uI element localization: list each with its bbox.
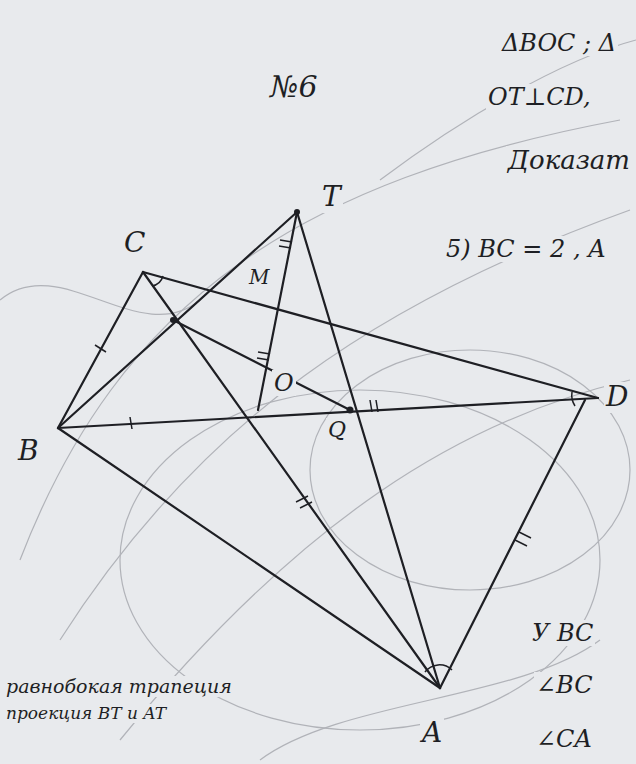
figure-lines	[58, 212, 598, 688]
point-label: Q	[326, 418, 348, 442]
tick-marks	[95, 240, 575, 672]
note-text: Доказат	[506, 146, 632, 175]
note-text: ∠CA	[534, 726, 594, 752]
note-text: равнобокая трапеция	[4, 676, 234, 697]
point-label: M	[247, 266, 271, 288]
note-text: ∠BC	[534, 672, 595, 698]
note-text: У BC	[530, 620, 595, 646]
point-label: O	[272, 370, 296, 396]
note-text: 5) BC = 2 , A	[444, 236, 608, 262]
note-text: проекция BT и AT	[4, 704, 168, 723]
point-label: T	[320, 182, 343, 213]
point-label: C	[122, 228, 147, 259]
points	[170, 209, 354, 414]
point-label: B	[16, 436, 41, 467]
point-label: D	[604, 382, 630, 413]
note-text: OT⊥CD,	[486, 84, 593, 110]
note-text: ΔBOC ; Δ	[500, 30, 618, 56]
scribble	[0, 40, 636, 760]
problem-number: №6	[268, 70, 319, 103]
point-label: A	[420, 718, 444, 749]
